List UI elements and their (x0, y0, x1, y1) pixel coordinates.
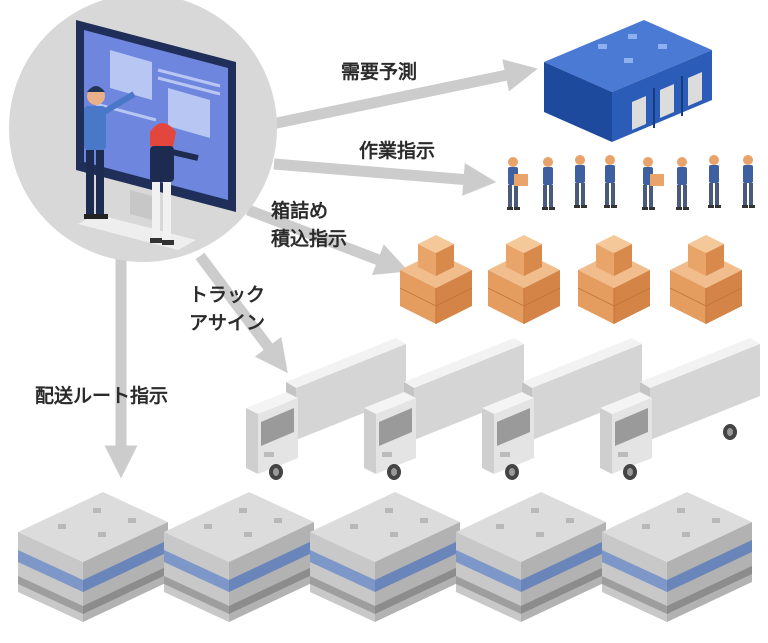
arrow-to-demand-forecast (270, 59, 538, 130)
boxes-icon (399, 234, 743, 325)
stores-icon (18, 492, 752, 622)
label-work-instruction: 作業指示 (359, 140, 436, 162)
arrow-to-work-instruction (273, 158, 497, 196)
workers-icon (507, 155, 755, 210)
label-packing-line1: 箱詰め (271, 200, 329, 222)
arrow-to-trucks (195, 252, 288, 374)
label-packing-line2: 積込指示 (271, 228, 348, 250)
trucks-icon (246, 338, 760, 480)
label-truck-line1: トラック (189, 284, 266, 306)
monitor-with-operators-icon (76, 20, 236, 250)
warehouse-icon (544, 20, 712, 142)
system-hub (9, 0, 277, 262)
label-demand-forecast: 需要予測 (341, 61, 418, 83)
arrow-to-packing (246, 204, 409, 276)
label-delivery-route: 配送ルート指示 (35, 385, 169, 407)
label-truck-line2: アサイン (189, 312, 266, 334)
